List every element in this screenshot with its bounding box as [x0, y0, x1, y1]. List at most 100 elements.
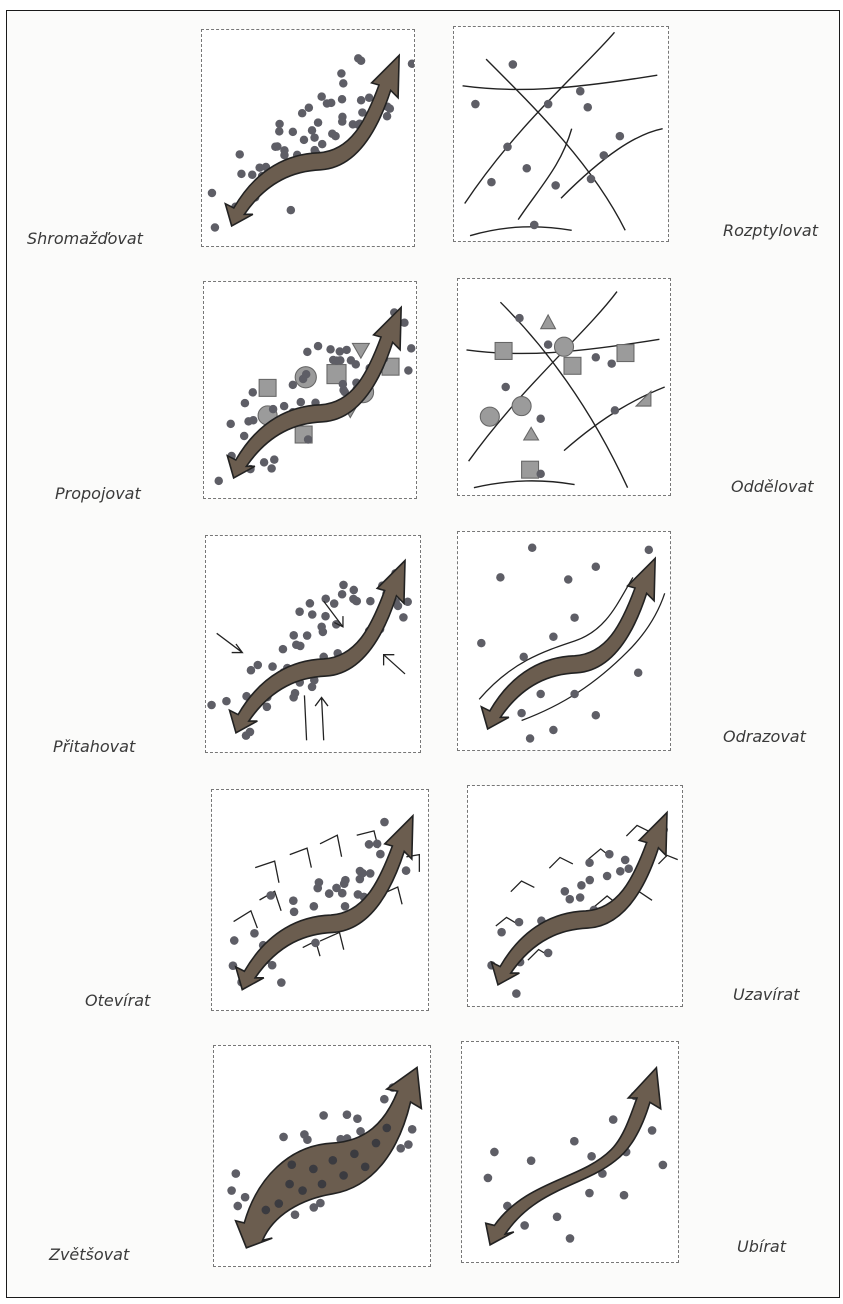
- thin-flow-arrow: [486, 1068, 661, 1245]
- page-sheet: Shromažďovat Rozptylovat: [6, 10, 840, 1298]
- reduce-diagram: [462, 1042, 678, 1262]
- panel-reduce: [461, 1041, 679, 1263]
- dot: [298, 109, 306, 117]
- label-open: Otevírat: [85, 991, 150, 1010]
- dot: [349, 586, 358, 595]
- scatter-diagram: [454, 27, 668, 241]
- dot: [561, 887, 570, 896]
- dot: [624, 864, 633, 873]
- dot: [621, 856, 630, 865]
- label-separate: Oddělovat: [731, 477, 814, 496]
- separate-diagram: [458, 279, 670, 495]
- dot: [585, 858, 594, 867]
- dot: [338, 95, 346, 103]
- dot: [339, 380, 347, 388]
- dot: [214, 477, 222, 485]
- dot: [366, 597, 375, 606]
- dot: [230, 936, 239, 945]
- dot: [380, 818, 389, 827]
- dot: [340, 879, 349, 888]
- dot: [321, 594, 330, 603]
- label-scatter: Rozptylovat: [723, 221, 818, 240]
- dot: [354, 890, 363, 899]
- separate-shapes: [480, 315, 651, 478]
- reflect-diagram: [458, 532, 670, 750]
- dot: [237, 170, 245, 178]
- dot: [207, 701, 216, 710]
- panel-enlarge: [213, 1045, 431, 1267]
- dot: [353, 1114, 362, 1123]
- separate-lines: [466, 292, 664, 488]
- gather-diagram: [202, 30, 414, 246]
- dot: [343, 1110, 352, 1119]
- dot: [266, 891, 275, 900]
- connect-diagram: [204, 282, 416, 498]
- dot: [240, 432, 248, 440]
- dot: [291, 689, 300, 698]
- dot: [394, 602, 403, 611]
- dot: [357, 96, 365, 104]
- dot: [289, 896, 298, 905]
- dot: [544, 949, 553, 958]
- dot: [338, 113, 346, 121]
- dot: [356, 875, 365, 884]
- dot: [515, 918, 524, 927]
- dot: [314, 342, 322, 350]
- dot: [616, 867, 625, 876]
- dot: [339, 581, 348, 590]
- dot: [222, 697, 231, 706]
- open-diagram: [212, 790, 428, 1010]
- dot: [321, 612, 330, 621]
- label-connect: Propojovat: [55, 484, 141, 503]
- panel-open: [211, 789, 429, 1011]
- dot: [605, 850, 614, 859]
- dot: [268, 662, 277, 671]
- dot: [338, 590, 347, 599]
- dot: [323, 99, 331, 107]
- dot: [306, 599, 315, 608]
- dot: [512, 989, 521, 998]
- dot: [308, 610, 317, 619]
- close-diagram: [468, 786, 682, 1006]
- enlarge-diagram: [214, 1046, 430, 1266]
- dot: [287, 206, 295, 214]
- dot: [248, 171, 256, 179]
- dot: [408, 1125, 417, 1134]
- dot: [270, 455, 278, 463]
- wide-flow-arrow: [236, 1067, 422, 1247]
- dot: [291, 1210, 300, 1219]
- dot: [249, 388, 257, 396]
- dot: [404, 366, 412, 374]
- dot: [565, 895, 574, 904]
- dot: [292, 640, 301, 649]
- panel-connect: [203, 281, 417, 499]
- dot: [318, 140, 326, 148]
- dot: [254, 661, 263, 670]
- dot: [303, 348, 311, 356]
- dot: [603, 872, 612, 881]
- dot: [383, 112, 391, 120]
- dot: [325, 889, 334, 898]
- dot: [380, 1095, 389, 1104]
- dot: [399, 613, 408, 622]
- dot: [302, 370, 310, 378]
- dot: [386, 104, 394, 112]
- dot: [332, 884, 341, 893]
- dot: [408, 60, 414, 68]
- dot: [404, 1140, 413, 1149]
- dot: [339, 79, 347, 87]
- label-enlarge: Zvětšovat: [49, 1245, 129, 1264]
- dot: [231, 1169, 240, 1178]
- dot: [319, 628, 328, 637]
- dot: [365, 840, 374, 849]
- dot: [319, 1111, 328, 1120]
- dot: [396, 1144, 405, 1153]
- dot: [310, 133, 318, 141]
- dot: [211, 223, 219, 231]
- label-reflect: Odrazovat: [723, 727, 806, 746]
- panel-reflect: [457, 531, 671, 751]
- dot: [328, 130, 336, 138]
- dot: [275, 120, 283, 128]
- dot: [577, 881, 586, 890]
- dot: [317, 92, 325, 100]
